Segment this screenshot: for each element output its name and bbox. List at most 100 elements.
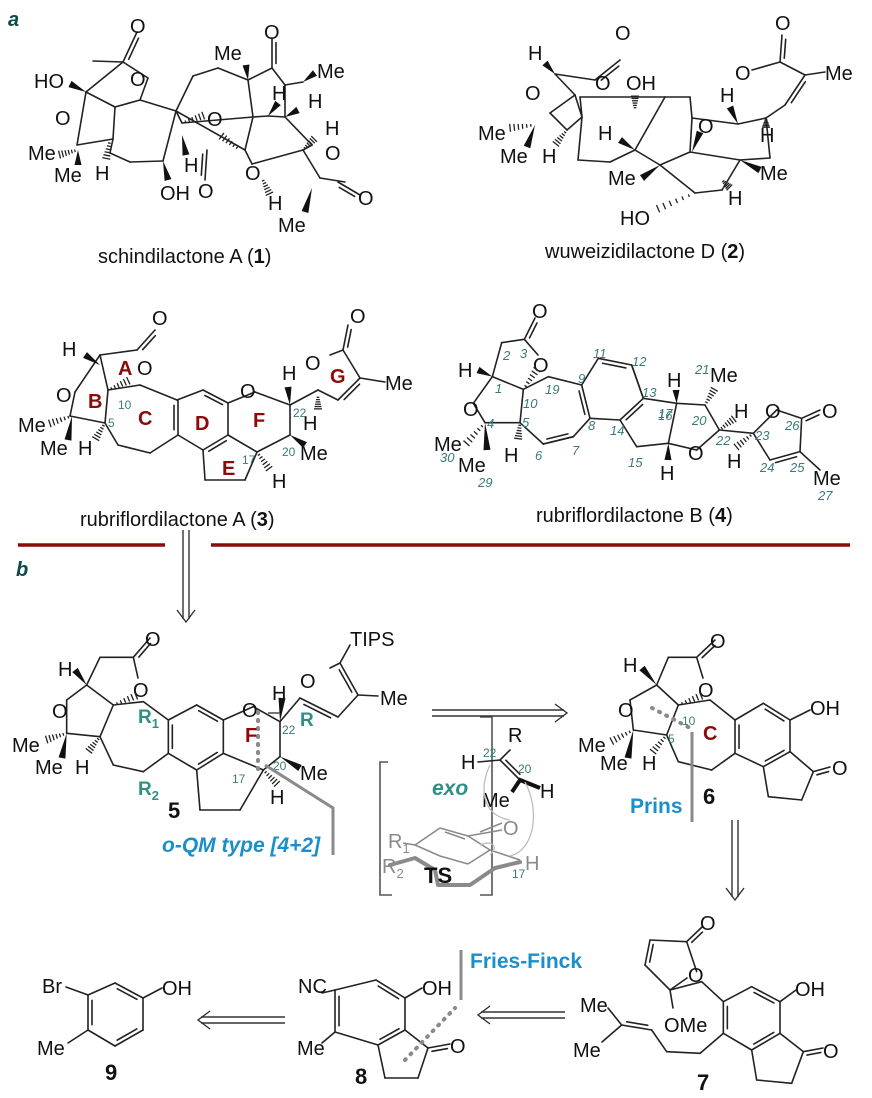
bond	[628, 730, 631, 734]
bond	[630, 364, 645, 400]
bond	[177, 434, 204, 451]
bond	[764, 749, 785, 762]
wedge-bond	[290, 435, 307, 448]
bond	[662, 736, 666, 740]
bond	[600, 65, 620, 81]
atom-label: H	[598, 123, 612, 145]
bond	[652, 746, 659, 752]
atom-label: Me	[300, 763, 328, 785]
bond	[685, 940, 698, 973]
atom-label: Me	[35, 757, 63, 779]
bond	[141, 334, 157, 351]
bond	[138, 642, 152, 658]
bond	[706, 398, 711, 402]
bond	[762, 765, 770, 798]
atom-label: O	[618, 700, 634, 722]
bond	[720, 426, 724, 430]
bond	[668, 200, 673, 207]
bond	[552, 140, 560, 147]
bond	[556, 136, 563, 142]
atom-label: O	[55, 108, 71, 130]
bond	[103, 154, 111, 157]
bond	[479, 822, 503, 833]
r2-label: R2	[382, 856, 404, 881]
bond	[65, 986, 89, 996]
bond	[87, 745, 94, 752]
bond	[232, 143, 236, 148]
bond	[379, 1027, 400, 1041]
bond	[480, 424, 484, 428]
atom-label: O	[52, 701, 68, 723]
bond	[85, 747, 93, 754]
atom-label: Me	[380, 688, 408, 710]
bond	[750, 1032, 781, 1051]
bond	[722, 180, 727, 185]
bond	[659, 151, 691, 166]
bond	[139, 99, 177, 112]
bond	[307, 140, 313, 146]
bond	[648, 943, 654, 963]
bond	[802, 1047, 824, 1053]
bond	[85, 656, 101, 686]
atom-label: Me	[608, 168, 636, 190]
bond	[654, 743, 661, 749]
atom-label: O	[305, 353, 321, 375]
bold-bond	[510, 777, 541, 794]
bond	[87, 1029, 116, 1047]
bond	[700, 980, 725, 1003]
bond	[559, 134, 564, 139]
bond	[375, 979, 406, 999]
bond	[62, 732, 65, 736]
bond	[194, 115, 198, 122]
atom-label: O	[698, 116, 714, 138]
bond	[254, 391, 291, 406]
bond	[749, 434, 752, 438]
bond	[508, 123, 512, 132]
bond	[667, 442, 698, 451]
bond	[634, 96, 666, 151]
retro-arrow-8-to-9-head	[196, 1010, 211, 1030]
atom-label: H	[458, 360, 472, 382]
bond	[561, 132, 566, 137]
atom-label: H	[58, 659, 72, 681]
bond	[273, 780, 281, 788]
bond	[402, 842, 416, 846]
bond	[279, 697, 301, 723]
bond	[515, 432, 522, 435]
bond	[709, 389, 717, 395]
atom-label: O	[207, 109, 223, 131]
bond	[302, 149, 321, 179]
bond	[491, 375, 525, 391]
bond	[790, 1050, 805, 1085]
bond	[752, 409, 778, 435]
bond	[76, 138, 114, 146]
bond	[736, 441, 742, 448]
bond	[799, 450, 821, 471]
bond	[133, 691, 139, 700]
atom-label: Me	[573, 1040, 601, 1062]
bond	[554, 73, 576, 96]
bond	[284, 81, 304, 86]
bond	[102, 157, 111, 160]
wedge-bond	[692, 130, 704, 152]
bond	[289, 389, 319, 406]
bond	[228, 140, 233, 146]
bond	[123, 697, 127, 703]
bond	[58, 733, 62, 738]
bond	[723, 181, 728, 186]
curved-arrow	[479, 842, 495, 856]
locant-label: 1	[495, 381, 502, 396]
wedge-bond	[72, 667, 87, 685]
locant-label: 17	[232, 772, 246, 786]
locant-label: 22	[483, 746, 497, 760]
curved-arrow	[509, 781, 535, 857]
bond	[244, 149, 253, 165]
bond	[104, 151, 111, 154]
bond	[669, 989, 674, 1009]
bond	[126, 376, 131, 385]
atom-label: Me	[760, 163, 788, 185]
reaction-label-prins: Prins	[630, 795, 683, 818]
bond	[218, 132, 225, 140]
bond	[69, 415, 106, 424]
bond	[655, 204, 661, 213]
